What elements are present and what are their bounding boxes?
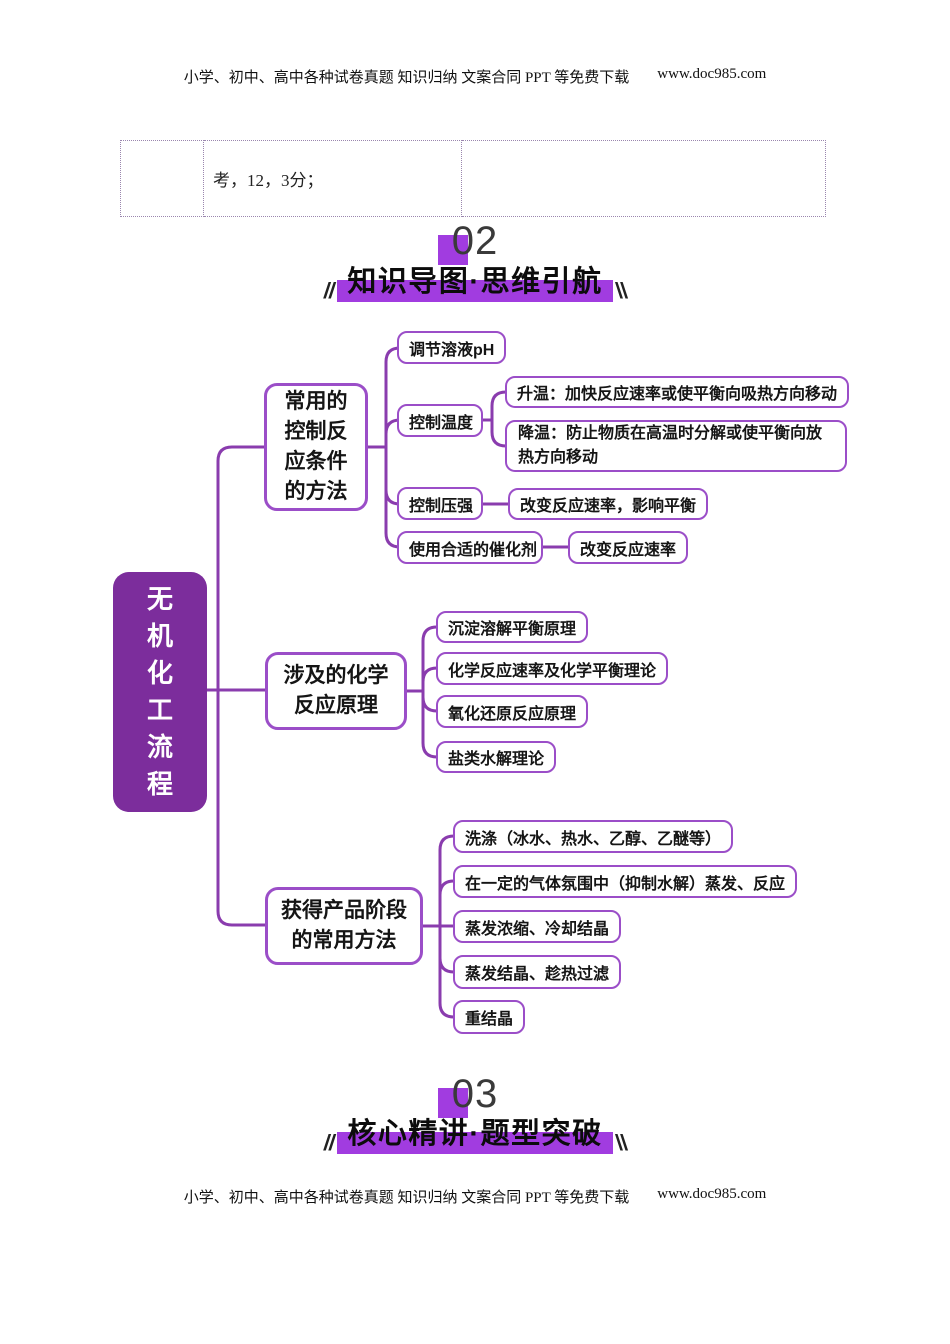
mindmap-branch-node: 常用的控制反应条件的方法 xyxy=(264,383,368,511)
section-03-title: 核心精讲·题型突破 xyxy=(347,1118,603,1150)
slash-left-icon: // xyxy=(322,1129,337,1155)
title-highlight-bar xyxy=(337,280,613,302)
mindmap-child-node: 控制压强 xyxy=(397,487,483,520)
mindmap-root-label: 无机化工流程 xyxy=(146,584,173,799)
table-cell-1 xyxy=(120,140,204,217)
header-site-url: www.doc985.com xyxy=(657,66,767,82)
section-02-number: 02 xyxy=(451,219,499,263)
section-number-square-icon xyxy=(437,1088,468,1118)
mindmap-child-node: 沉淀溶解平衡原理 xyxy=(436,611,589,643)
section-02-title: 知识导图·思维引航 xyxy=(347,266,603,298)
mindmap-child-node: 使用合适的催化剂 xyxy=(397,531,543,564)
mindmap-leaf-node: 升温：加快反应速率或使平衡向吸热方向移动 xyxy=(505,376,850,408)
mindmap-child-node: 洗涤（冰水、热水、乙醇、乙醚等） xyxy=(453,820,734,853)
mindmap-child-node: 调节溶液pH xyxy=(397,331,507,364)
summary-table: 考，12，3分； xyxy=(120,140,826,217)
page-footer: 小学、初中、高中各种试卷真题 知识归纳 文案合同 PPT 等免费下载 www.d… xyxy=(0,1186,950,1207)
slash-right-icon: \\ xyxy=(613,1129,628,1155)
mindmap-child-node: 盐类水解理论 xyxy=(436,741,557,773)
footer-links-text: 小学、初中、高中各种试卷真题 知识归纳 文案合同 PPT 等免费下载 xyxy=(183,1190,630,1206)
footer-site-url: www.doc985.com xyxy=(657,1186,767,1202)
section-02-title-row: // 知识导图·思维引航 \\ xyxy=(0,263,950,303)
mindmap-leaf-node: 降温：防止物质在高温时分解或使平衡向放热方向移动 xyxy=(505,420,847,472)
mindmap-child-node: 氧化还原反应原理 xyxy=(436,695,589,728)
section-03-number: 03 xyxy=(451,1072,499,1116)
mindmap-child-node: 重结晶 xyxy=(453,1000,526,1034)
section-number-square-icon xyxy=(437,235,468,265)
mindmap-child-node: 蒸发结晶、趁热过滤 xyxy=(453,955,622,989)
mindmap-child-node: 蒸发浓缩、冷却结晶 xyxy=(453,910,622,943)
page-header: 小学、初中、高中各种试卷真题 知识归纳 文案合同 PPT 等免费下载 www.d… xyxy=(0,66,950,87)
mindmap-leaf-node: 改变反应速率，影响平衡 xyxy=(508,488,709,520)
header-links-text: 小学、初中、高中各种试卷真题 知识归纳 文案合同 PPT 等免费下载 xyxy=(183,70,630,86)
table-cell-2: 考，12，3分； xyxy=(204,140,462,217)
mindmap-branch-node: 获得产品阶段的常用方法 xyxy=(265,887,423,965)
mindmap-child-node: 控制温度 xyxy=(397,404,483,437)
section-03-number-row: 03 xyxy=(0,1072,950,1118)
mindmap-root-node: 无机化工流程 xyxy=(113,572,207,812)
mindmap-leaf-node: 改变反应速率 xyxy=(568,531,689,564)
title-highlight-bar xyxy=(337,1132,613,1154)
mindmap-branch-node: 涉及的化学反应原理 xyxy=(265,652,407,730)
slash-left-icon: // xyxy=(322,277,337,303)
slash-right-icon: \\ xyxy=(613,277,628,303)
table-cell-3 xyxy=(462,140,826,217)
section-03-title-row: // 核心精讲·题型突破 \\ xyxy=(0,1115,950,1155)
section-02-number-row: 02 xyxy=(0,219,950,265)
mindmap-child-node: 在一定的气体氛围中（抑制水解）蒸发、反应 xyxy=(453,865,798,898)
mindmap-child-node: 化学反应速率及化学平衡理论 xyxy=(436,652,669,685)
